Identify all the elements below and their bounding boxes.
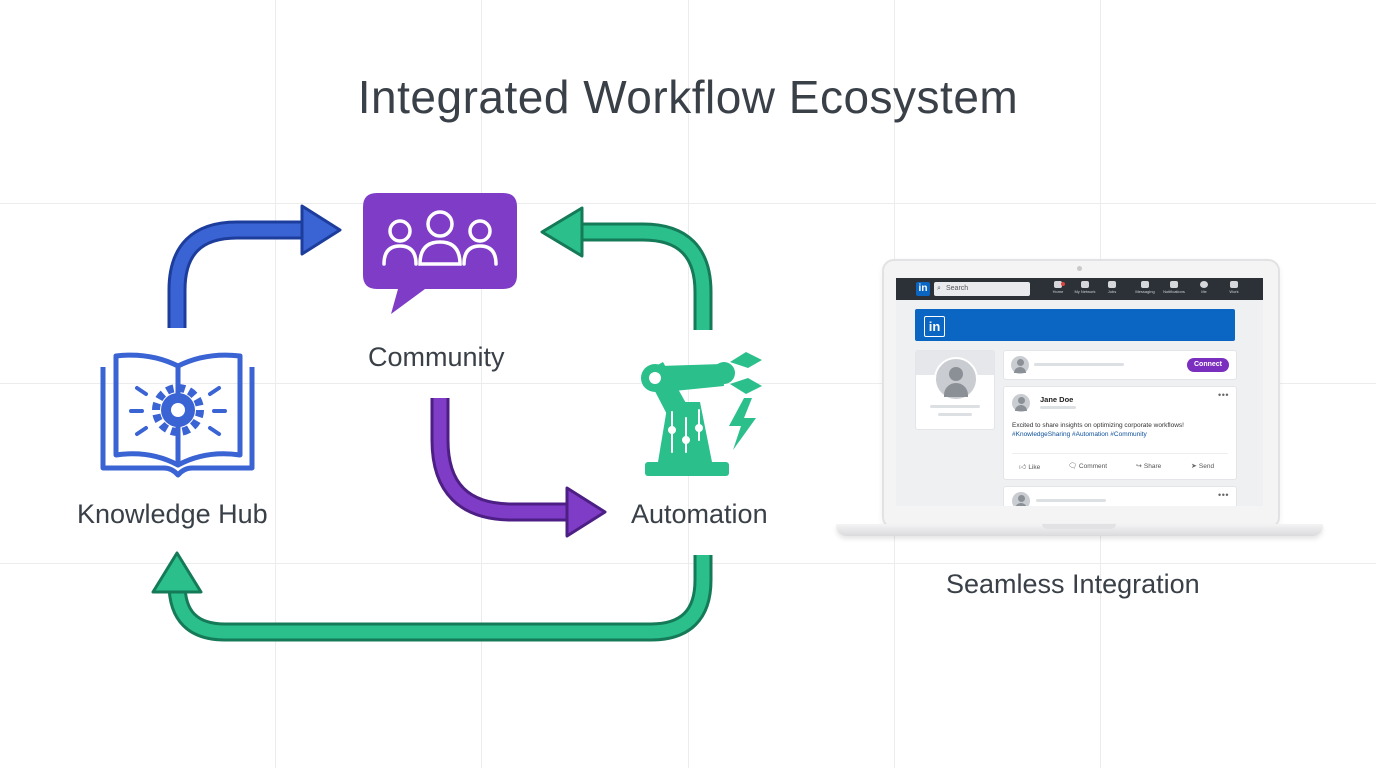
arrow-community-to-automation: [430, 398, 607, 538]
avatar: [1012, 492, 1030, 506]
integration-label: Seamless Integration: [946, 569, 1200, 599]
linkedin-logo-small[interactable]: in: [916, 282, 930, 296]
connect-button[interactable]: Connect: [1187, 358, 1229, 372]
nav-jobs[interactable]: Jobs: [1097, 281, 1127, 295]
page-title: Integrated Workflow Ecosystem: [357, 71, 1019, 123]
nav-notifications[interactable]: Notifications: [1159, 281, 1189, 295]
book-gear-icon: [100, 352, 255, 478]
laptop-base: [836, 524, 1323, 536]
notification-dot: [1061, 282, 1065, 286]
avatar: [934, 357, 978, 401]
people-chat-icon: [363, 193, 517, 314]
bell-icon: [1170, 281, 1178, 288]
nav-messaging[interactable]: Messaging: [1130, 281, 1160, 295]
more-options-icon[interactable]: •••: [1218, 490, 1229, 500]
post-hashtags[interactable]: #KnowledgeSharing #Automation #Community: [1012, 431, 1147, 438]
avatar-icon: [1200, 281, 1208, 288]
comment-button[interactable]: 🗨︎Comment: [1068, 463, 1108, 470]
placeholder-line: [1036, 499, 1106, 502]
divider: [1012, 453, 1228, 454]
linkedin-logo: in: [924, 316, 945, 337]
placeholder-line: [1034, 363, 1124, 366]
arrow-knowledge-to-community: [167, 204, 342, 328]
post-card-next: •••: [1003, 486, 1237, 506]
placeholder-line: [930, 405, 980, 408]
comment-icon: 🗨︎: [1068, 463, 1077, 470]
nav-network[interactable]: My Network: [1070, 281, 1100, 295]
like-button[interactable]: 👍︎Like: [1019, 464, 1041, 471]
community-label: Community: [368, 342, 505, 372]
grid-line: [275, 0, 276, 768]
automation-label: Automation: [631, 499, 768, 529]
jobs-icon: [1108, 281, 1116, 288]
laptop-notch: [1042, 524, 1116, 529]
search-placeholder: Search: [946, 285, 969, 292]
grid-line: [0, 563, 1376, 564]
placeholder-line: [938, 413, 972, 416]
robot-arm-icon: [641, 352, 762, 476]
send-button[interactable]: ➤Send: [1191, 463, 1215, 470]
network-icon: [1081, 281, 1089, 288]
search-icon: ⌕: [937, 285, 941, 292]
arrow-automation-to-community: [540, 206, 713, 330]
share-button[interactable]: ↪Share: [1136, 463, 1162, 470]
grid-icon: [1230, 281, 1238, 288]
share-icon: ↪: [1136, 463, 1142, 470]
laptop-display: in ⌕ Search Home My Network Jobs Messagi…: [896, 278, 1263, 506]
nav-home[interactable]: Home: [1043, 281, 1073, 295]
suggestion-card: Connect: [1003, 350, 1237, 380]
avatar: [1011, 356, 1029, 374]
search-input[interactable]: ⌕ Search: [934, 282, 1030, 296]
avatar: [1012, 394, 1030, 412]
home-icon: [1054, 281, 1062, 288]
post-card: Jane Doe ••• Excited to share insights o…: [1003, 386, 1237, 480]
nav-work[interactable]: Work: [1219, 281, 1249, 295]
grid-line: [0, 203, 1376, 204]
arrow-automation-to-knowledge: [151, 551, 713, 642]
send-icon: ➤: [1191, 463, 1197, 470]
knowledge-hub-label: Knowledge Hub: [77, 499, 268, 529]
placeholder-line: [1040, 406, 1076, 409]
messaging-icon: [1141, 281, 1149, 288]
post-text: Excited to share insights on optimizing …: [1012, 422, 1184, 429]
post-author[interactable]: Jane Doe: [1040, 395, 1074, 404]
linkedin-navbar: in ⌕ Search Home My Network Jobs Messagi…: [896, 278, 1263, 300]
more-options-icon[interactable]: •••: [1218, 390, 1229, 400]
linkedin-banner: in: [915, 309, 1235, 341]
profile-card[interactable]: [915, 350, 995, 430]
thumbs-up-icon: 👍︎: [1019, 464, 1027, 471]
nav-me[interactable]: Me: [1189, 281, 1219, 295]
laptop-camera: [1077, 266, 1082, 271]
grid-line: [481, 0, 482, 768]
